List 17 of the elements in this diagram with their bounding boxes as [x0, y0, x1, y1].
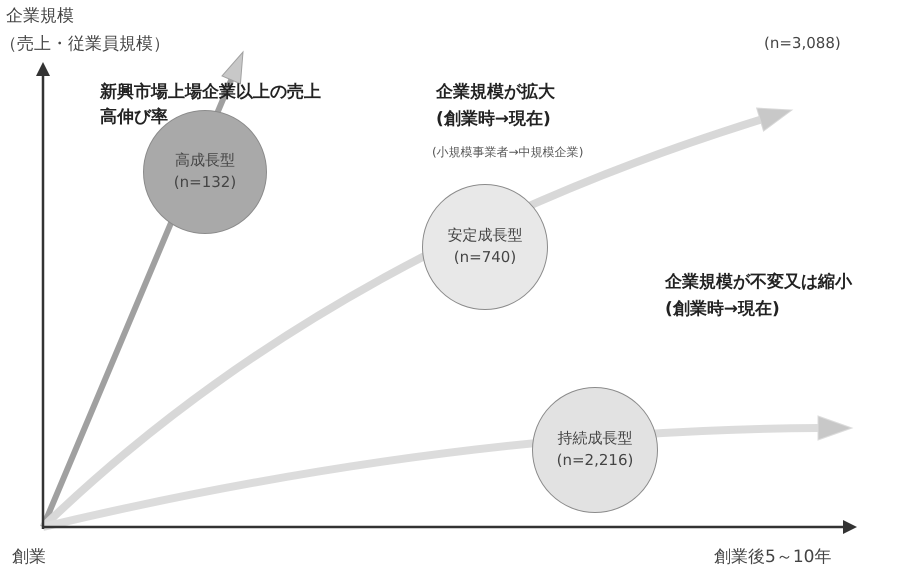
- annotation: (創業時→現在): [436, 108, 551, 130]
- axis-label: 創業後5～10年: [714, 546, 832, 568]
- annotation: 企業規模が拡大: [436, 81, 555, 103]
- annotation: 企業規模が不変又は縮小: [665, 271, 852, 293]
- sample-count: (n=2,216): [556, 450, 634, 471]
- sample-count: (n=132): [174, 172, 236, 193]
- sample-note: (n=3,088): [764, 34, 841, 52]
- annotation: (創業時→現在): [665, 298, 780, 320]
- annotation: 新興市場上場企業以上の売上高伸び率: [100, 81, 322, 129]
- type-name: 高成長型: [175, 150, 235, 172]
- type-name: 安定成長型: [448, 225, 522, 246]
- sample-count: (n=740): [454, 247, 516, 268]
- axis-title: 企業規模: [6, 5, 74, 27]
- axis-title: （売上・従業員規模）: [0, 33, 170, 55]
- annotation: (小規模事業者→中規模企業): [432, 144, 584, 161]
- type-name: 持続成長型: [558, 428, 632, 450]
- axis-label: 創業: [12, 546, 46, 568]
